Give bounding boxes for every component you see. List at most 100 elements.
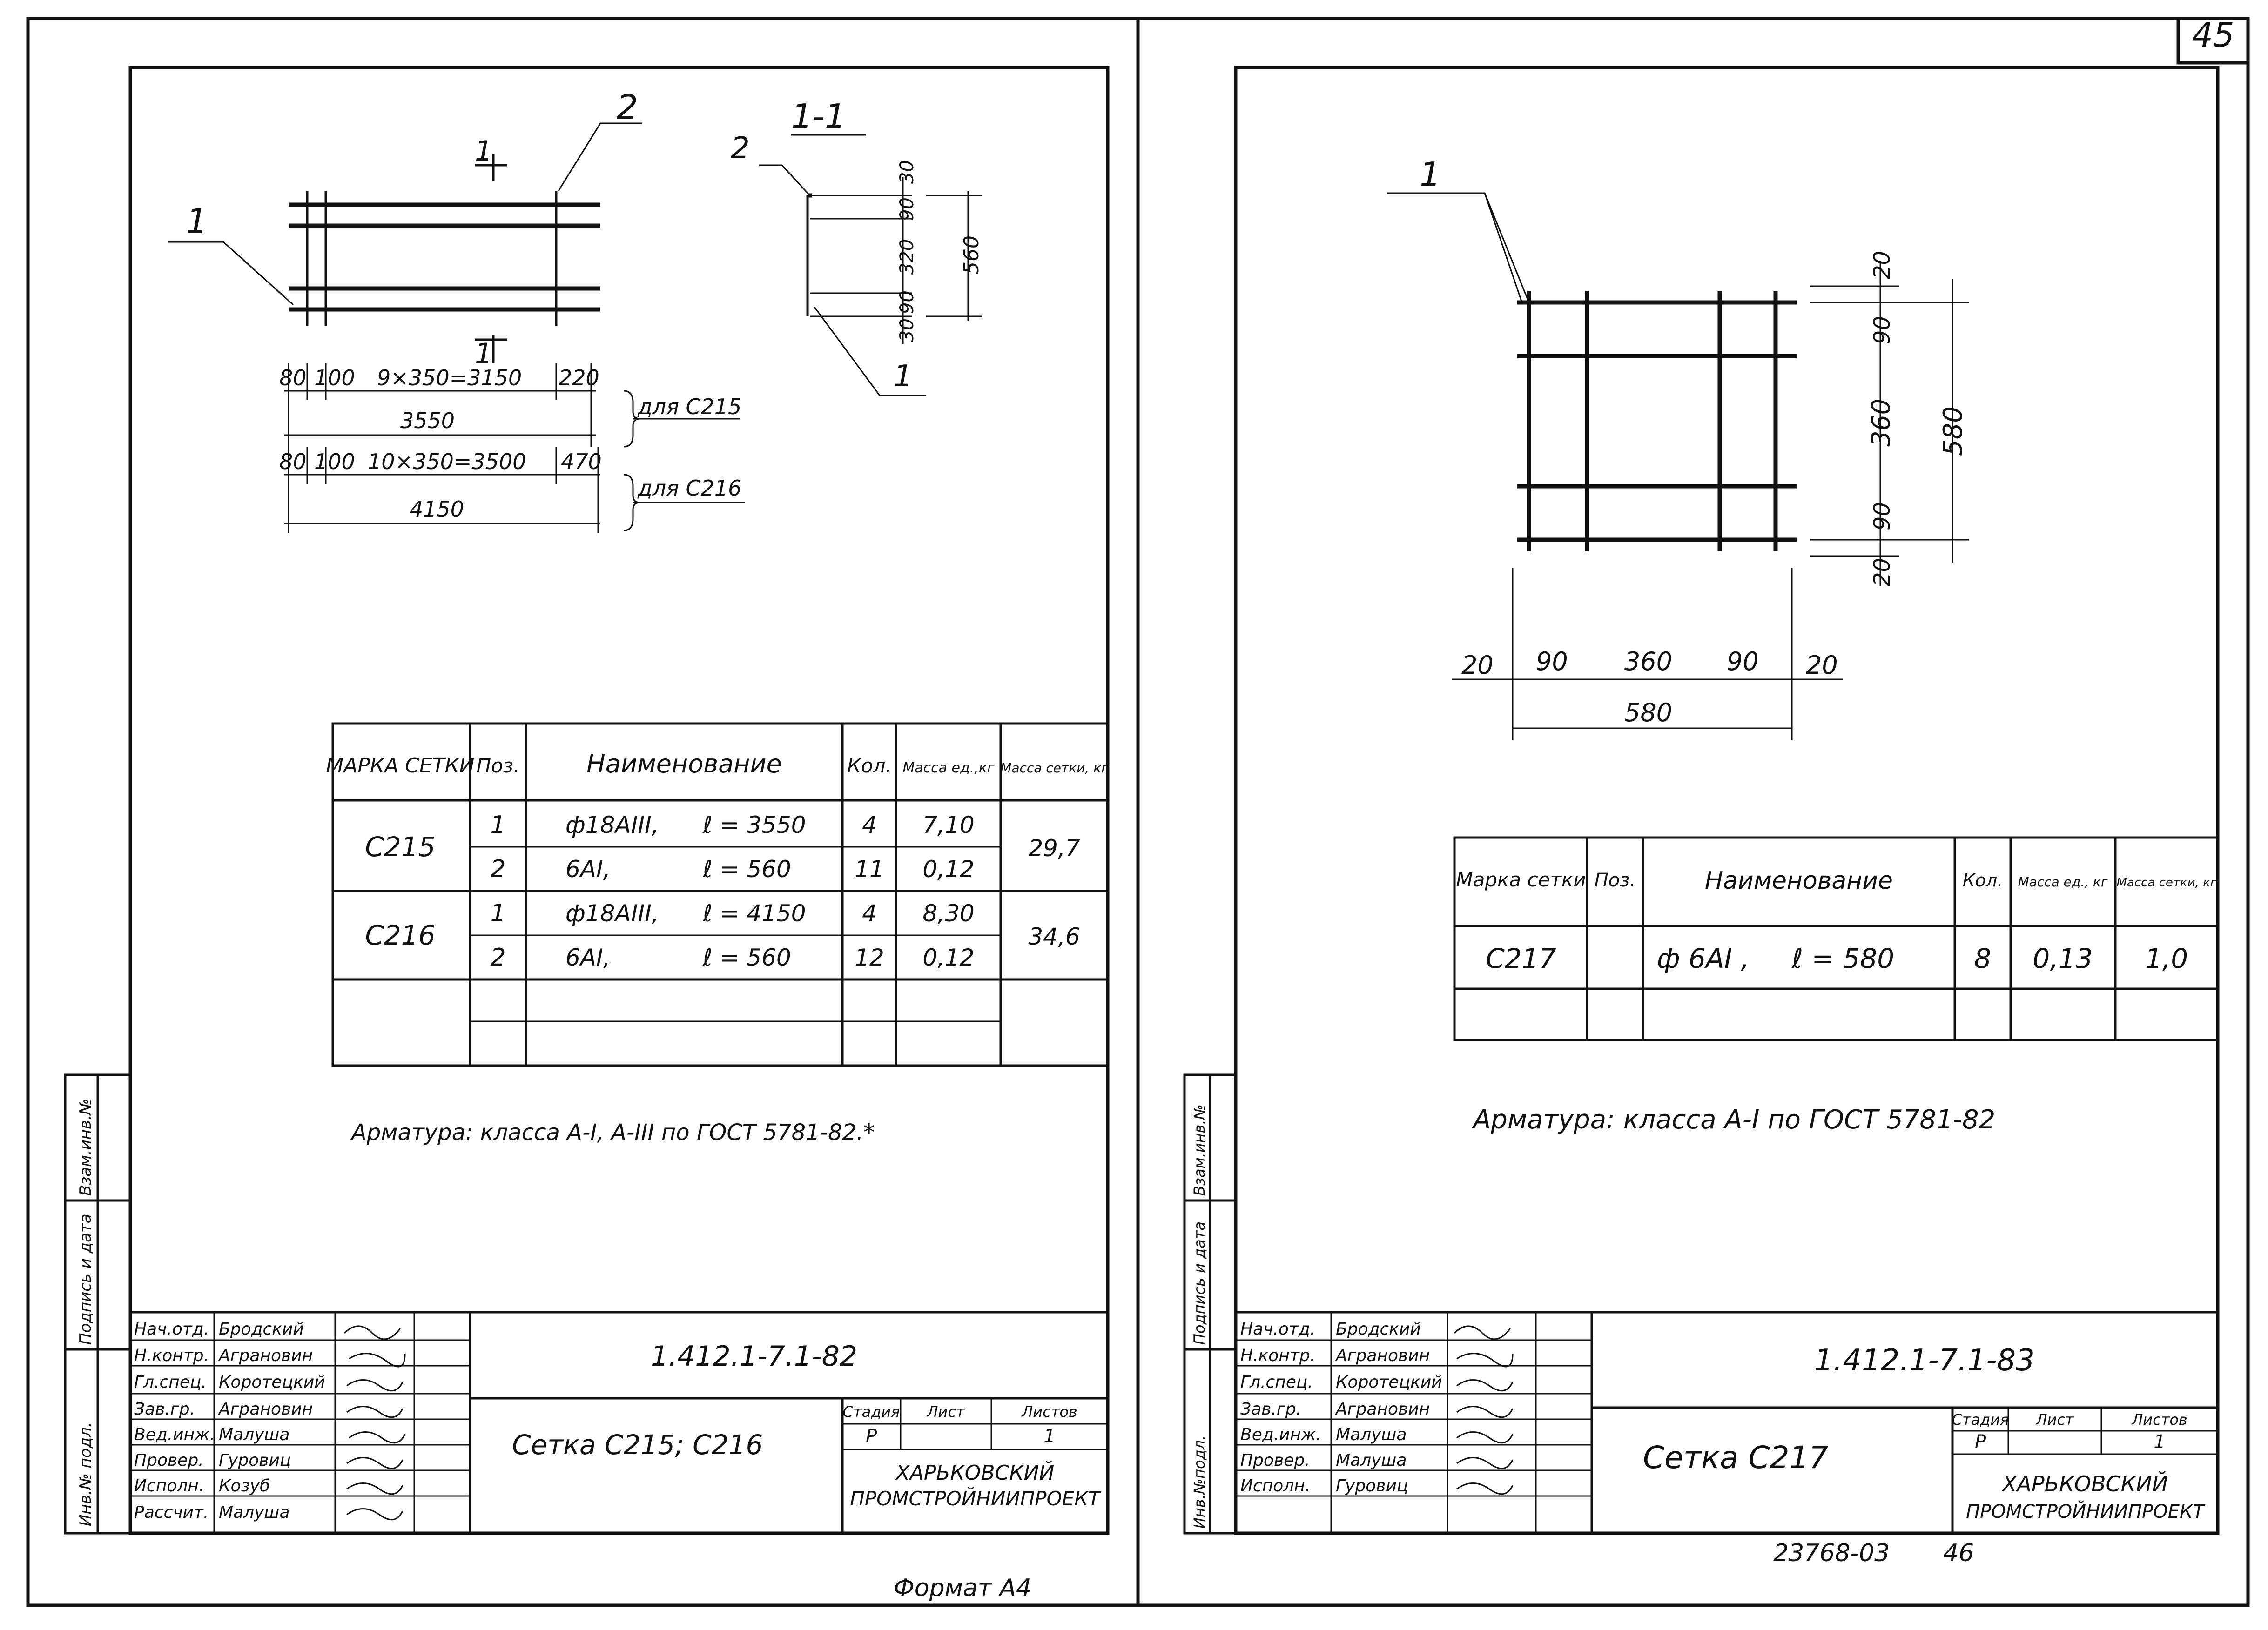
left-th-mark: МАРКА СЕТКИ — [326, 754, 474, 778]
left-role-6: Исполн. — [134, 1476, 204, 1496]
left-row3-name: ф18АIII, — [565, 900, 659, 927]
right-th-pos: Поз. — [1595, 870, 1636, 891]
right-name-4: Малуша — [1336, 1425, 1407, 1444]
left-spec-table — [331, 722, 1109, 1067]
left-org-line1: ХАРЬКОВСКИЙ — [895, 1460, 1055, 1485]
left-callout-1: 1 — [186, 201, 208, 241]
section-dim-560: 560 — [960, 235, 983, 275]
right-role-2: Гл.спец. — [1240, 1373, 1313, 1392]
dim-c215-span: 9×350=3150 — [377, 365, 522, 390]
right-sheets-label: Листов — [2131, 1411, 2187, 1429]
right-hdim-total: 580 — [1624, 698, 1672, 727]
left-th-pos: Поз. — [477, 754, 520, 777]
left-c216-total-mass: 34,6 — [1028, 923, 1080, 950]
left-mark-c216: С216 — [365, 919, 435, 951]
right-stage-label: Стадия — [1952, 1411, 2009, 1429]
left-sheets-label: Листов — [1021, 1403, 1077, 1421]
left-row3-qty: 4 — [862, 900, 877, 927]
left-th-qty: Кол. — [847, 754, 892, 777]
right-hdim-90-right: 90 — [1727, 647, 1759, 676]
right-role-6: Исполн. — [1240, 1476, 1310, 1496]
left-role-1: Н.контр. — [134, 1346, 209, 1365]
right-sheets: 1 — [2154, 1431, 2165, 1453]
right-sheet: 1 20 90 360 90 20 580 20 90 360 90 20 58… — [1183, 66, 2220, 1567]
right-vdim-90-top: 90 — [1869, 316, 1895, 344]
left-dimension-lines — [284, 363, 745, 533]
left-name-6: Козуб — [219, 1476, 270, 1496]
left-designation: 1.412.1-7.1-82 — [651, 1340, 857, 1373]
dim-c216-total: 4150 — [410, 496, 464, 522]
section-dim-90-bottom: 90 — [896, 290, 918, 314]
left-name-2: Коротецкий — [219, 1373, 325, 1392]
right-hdim-90-left: 90 — [1536, 647, 1568, 676]
left-stage-label: Стадия — [843, 1403, 900, 1421]
right-spec-table — [1453, 836, 2219, 1041]
left-role-7: Рассчит. — [134, 1503, 209, 1522]
right-stage: Р — [1975, 1431, 1986, 1453]
left-row2-length: ℓ = 560 — [702, 856, 791, 883]
right-row-mark: С217 — [1486, 943, 1556, 974]
left-name-0: Бродский — [219, 1320, 304, 1339]
right-org-line2: ПРОМСТРОЙНИИПРОЕКТ — [1966, 1500, 2206, 1523]
right-title-block — [1234, 1311, 2219, 1535]
left-format: Формат А4 — [894, 1574, 1031, 1602]
left-c215-total-mass: 29,7 — [1028, 835, 1080, 862]
left-row2-name: 6АI, — [565, 856, 611, 883]
right-mesh-plan — [1387, 192, 1969, 740]
left-row4-length: ℓ = 560 — [702, 944, 791, 971]
right-th-unit-mass: Масса ед., кг — [2018, 874, 2107, 890]
right-name-2: Коротецкий — [1336, 1373, 1442, 1392]
left-stamp-replace: Взам.инв.№ — [76, 1099, 95, 1196]
right-archive-page: 46 — [1943, 1539, 1974, 1567]
left-sheet: 1 2 1 1 80 100 9×350=3150 220 — [64, 66, 1110, 1602]
dim-c215-100: 100 — [314, 365, 355, 390]
left-row3-mass: 8,30 — [922, 900, 974, 927]
right-note: Арматура: класса А-I по ГОСТ 5781-82 — [1472, 1105, 1995, 1135]
left-stamp-sign: Подпись и дата — [76, 1214, 95, 1345]
left-row3-length: ℓ = 4150 — [702, 900, 806, 927]
right-role-5: Провер. — [1240, 1451, 1310, 1470]
left-th-total-mass: Масса сетки, кг — [1000, 760, 1108, 776]
dim-c215-80: 80 — [279, 365, 307, 390]
left-title: Сетка С215; С216 — [512, 1429, 763, 1461]
left-section-mark-top: 1 — [475, 135, 492, 168]
right-designation: 1.412.1-7.1-83 — [1814, 1343, 2035, 1378]
left-section-1-1 — [759, 134, 982, 396]
right-th-qty: Кол. — [1963, 870, 2003, 891]
left-row1-mass: 7,10 — [922, 812, 974, 838]
label-for-c215: для С215 — [637, 394, 741, 419]
left-note: Арматура: класса А-I, А-III по ГОСТ 5781… — [350, 1120, 875, 1146]
left-row1-name: ф18АIII, — [565, 812, 659, 838]
section-title-1-1: 1-1 — [791, 97, 846, 136]
left-name-1: Аграновин — [218, 1346, 313, 1365]
right-row-name: ф 6АI , — [1657, 943, 1750, 974]
right-vdim-90-bottom: 90 — [1869, 502, 1895, 530]
left-title-block — [129, 1311, 1109, 1535]
right-row-length: ℓ = 580 — [1791, 943, 1894, 974]
left-row4-name: 6АI, — [565, 944, 611, 971]
right-name-3: Аграновин — [1335, 1400, 1430, 1419]
left-sheets: 1 — [1043, 1426, 1055, 1447]
left-name-4: Малуша — [219, 1425, 289, 1444]
right-signatures — [1454, 1325, 1514, 1495]
left-row4-pos: 2 — [490, 944, 505, 972]
right-sheet-label: Лист — [2035, 1411, 2074, 1429]
left-row2-pos: 2 — [490, 855, 505, 883]
right-name-0: Бродский — [1336, 1320, 1421, 1339]
right-org-line1: ХАРЬКОВСКИЙ — [2001, 1471, 2168, 1496]
right-hdim-20-right: 20 — [1806, 651, 1838, 680]
left-name-7: Малуша — [219, 1503, 289, 1522]
left-stage: Р — [866, 1426, 877, 1447]
dim-c216-470: 470 — [561, 449, 602, 474]
left-role-2: Гл.спец. — [134, 1373, 207, 1392]
left-callout-2: 2 — [617, 87, 638, 127]
left-th-name: Наименование — [586, 749, 782, 778]
left-stamp-inv: Инв.№ подл. — [76, 1422, 95, 1526]
left-row1-qty: 4 — [862, 812, 877, 838]
section-dim-90-top: 90 — [896, 197, 918, 221]
right-vdim-total: 580 — [1938, 406, 1968, 456]
right-th-mark: Марка сетки — [1456, 868, 1586, 891]
left-role-0: Нач.отд. — [134, 1320, 209, 1339]
right-role-1: Н.контр. — [1240, 1346, 1315, 1365]
left-section-mark-bottom: 1 — [475, 337, 492, 370]
